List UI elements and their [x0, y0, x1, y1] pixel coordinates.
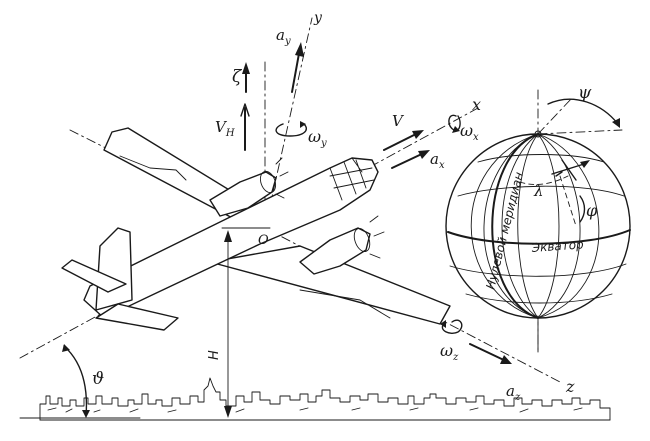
label-zeta: ζ	[232, 67, 243, 87]
label-az: az	[506, 382, 521, 403]
label-zero-meridian: Нулевой меридиан	[483, 170, 526, 290]
label-equator: Экватор	[530, 237, 584, 255]
vectors	[19, 42, 512, 419]
label-v: V	[392, 112, 405, 130]
label-omega-x: ωx	[460, 121, 479, 143]
label-phi: φ	[586, 201, 598, 220]
near-wing	[209, 245, 451, 325]
ground-skyline	[39, 377, 611, 421]
label-x: x	[472, 95, 481, 114]
equator-line	[447, 229, 631, 245]
heading-angle-arc	[547, 98, 619, 125]
cockpit	[329, 157, 375, 201]
label-theta: ϑ	[92, 369, 104, 389]
label-omega-z: ωz	[440, 341, 459, 363]
omega-y-rotation	[275, 123, 307, 137]
omega-z-rotation	[441, 319, 463, 334]
label-lambda: λ	[533, 182, 544, 200]
pitch-angle-arc	[63, 345, 88, 417]
az-arrow	[469, 343, 509, 363]
tail-fin	[95, 227, 133, 311]
label-psi: ψ	[578, 83, 592, 103]
globe-aircraft-marker	[551, 159, 585, 181]
engine-left	[209, 171, 277, 217]
label-ax: ax	[430, 150, 445, 171]
zero-meridian	[491, 133, 539, 319]
aircraft	[61, 127, 451, 331]
label-vh: VH	[215, 118, 235, 139]
label-omega-y: ωy	[308, 127, 327, 149]
label-origin: O	[258, 233, 269, 248]
engine-right	[299, 227, 371, 275]
tail-stabilizer-right	[95, 303, 179, 331]
fuselage	[83, 157, 379, 319]
y-axis-line	[264, 17, 313, 229]
label-z: z	[565, 377, 575, 396]
label-h: H	[207, 350, 222, 360]
label-ay: ay	[276, 26, 291, 47]
tail-stabilizer-left	[61, 259, 127, 293]
globe	[445, 89, 631, 353]
label-y: y	[313, 10, 323, 26]
